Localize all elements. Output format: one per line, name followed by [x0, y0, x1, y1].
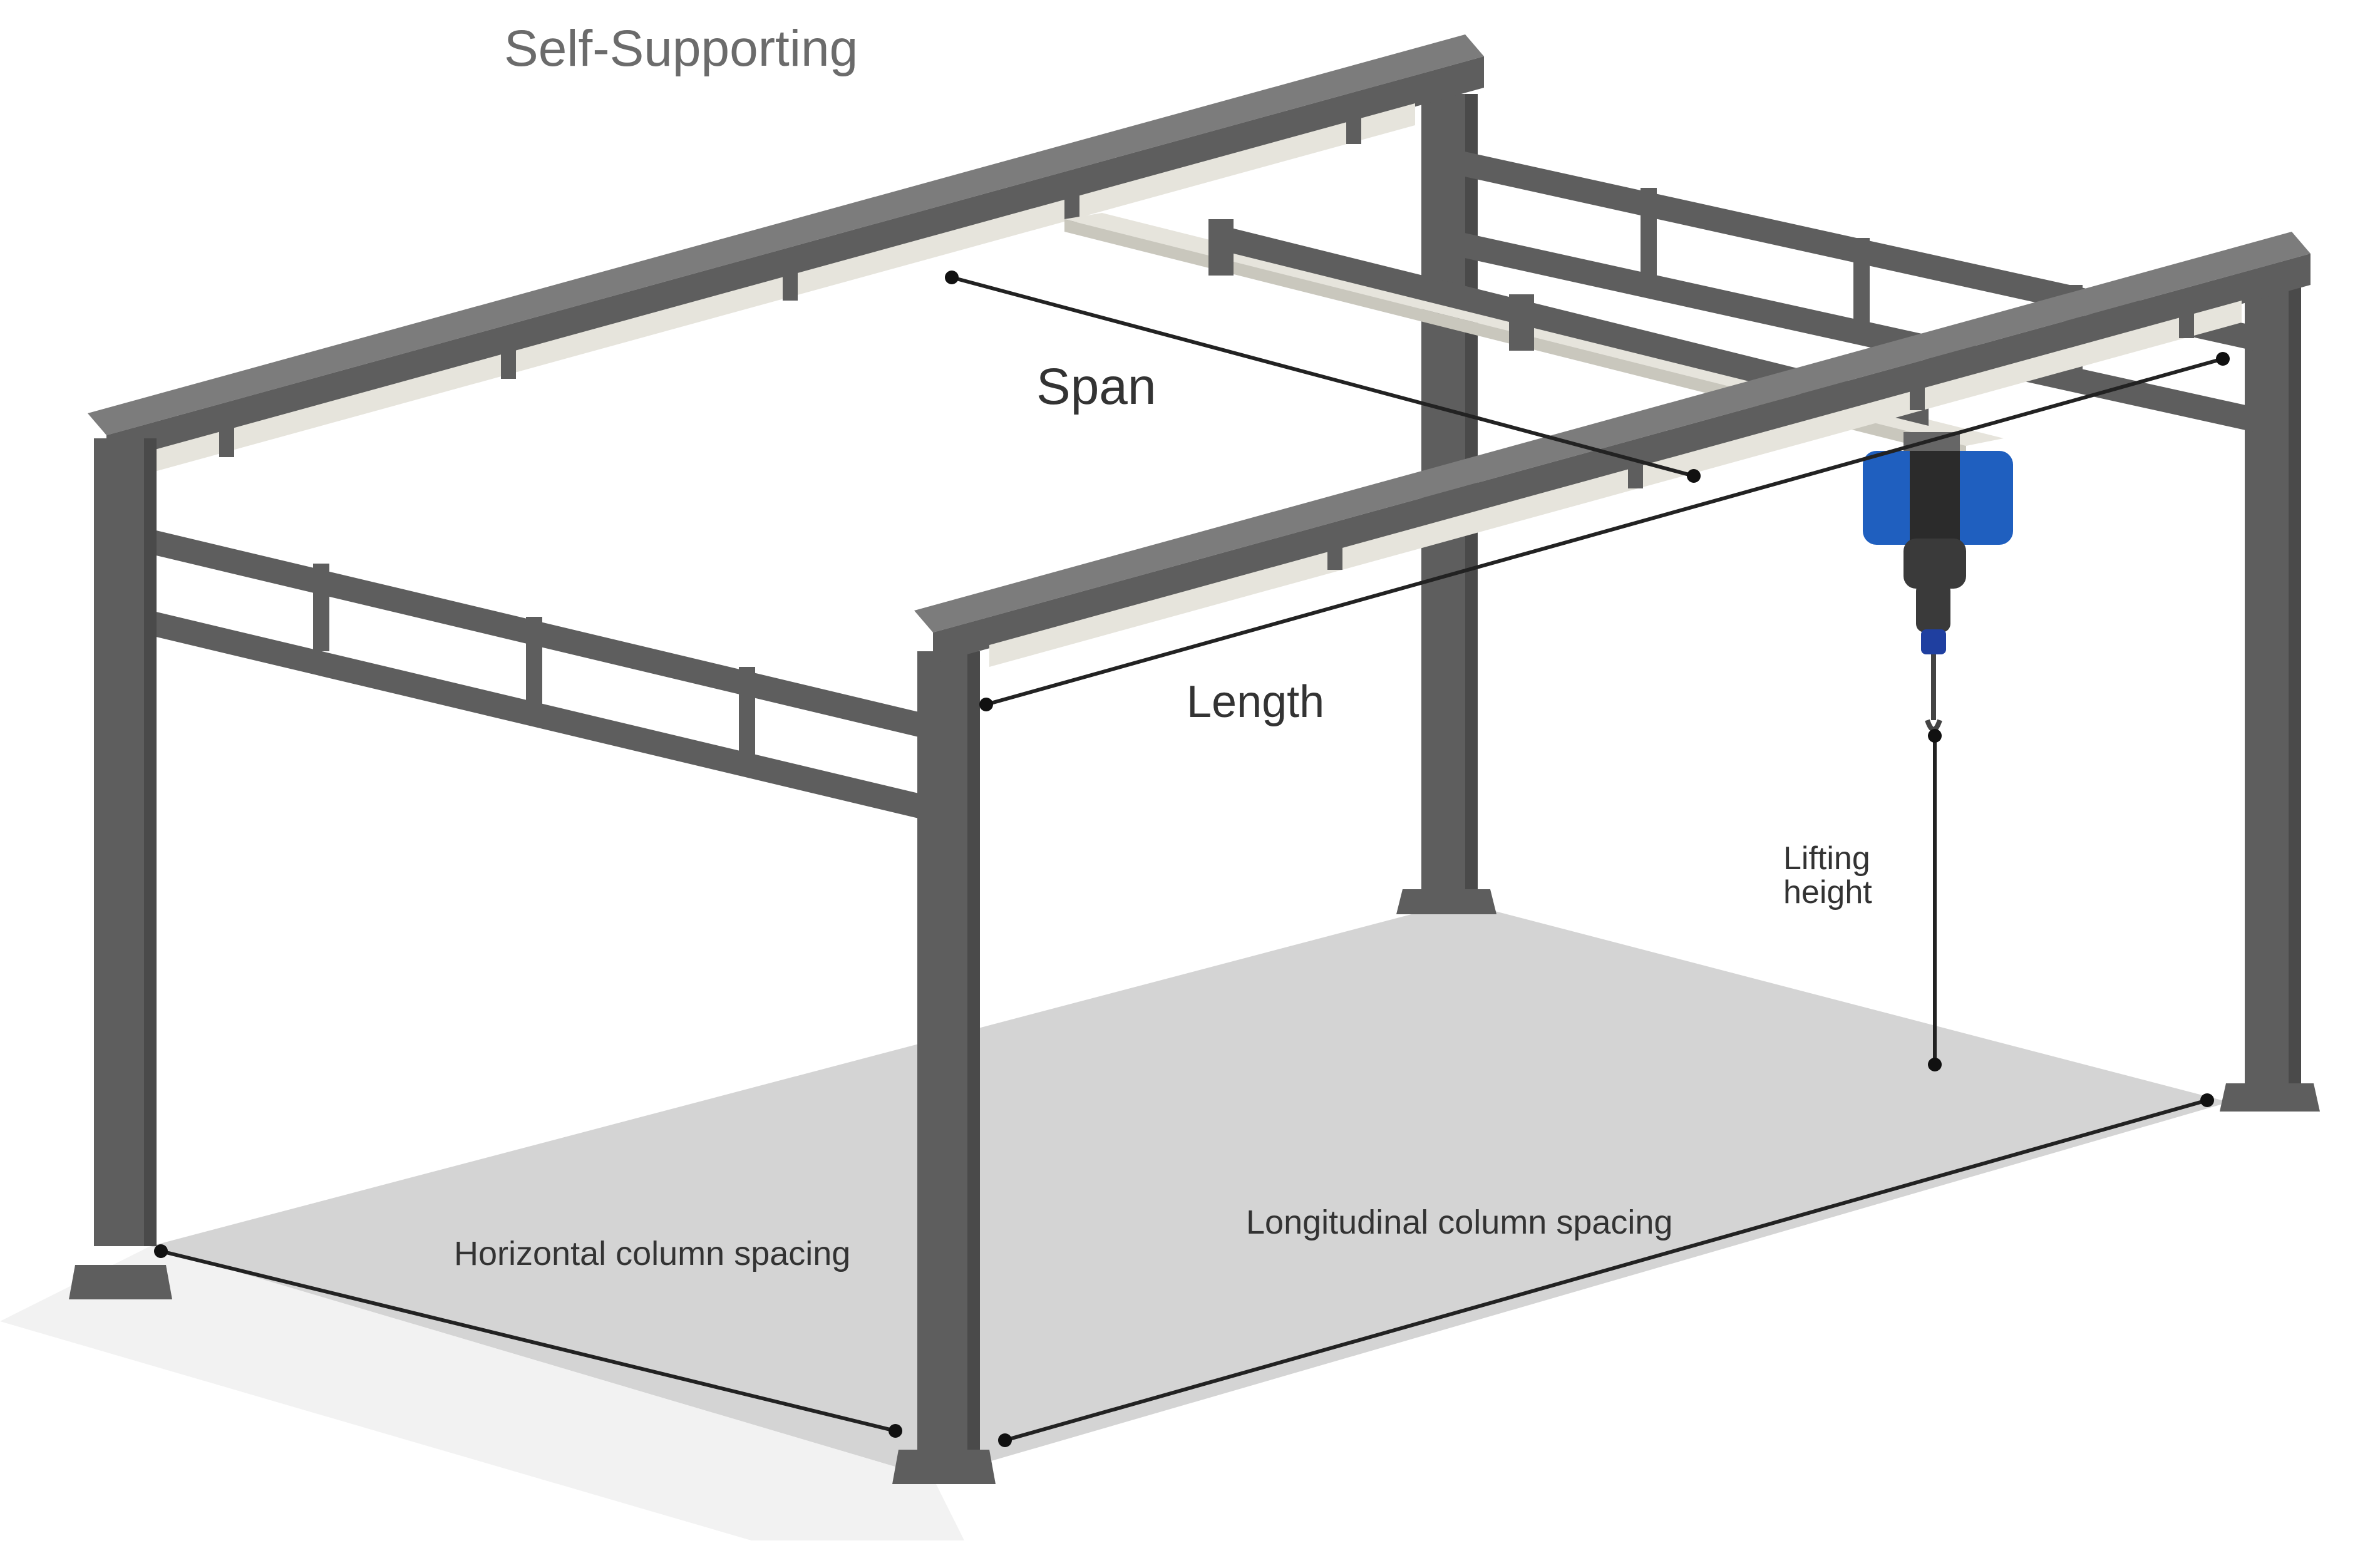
column-front-left [69, 438, 172, 1299]
lifting-height-label-line1: Lifting [1783, 840, 1870, 877]
diagram-title: Self-Supporting [504, 20, 858, 77]
runway-beam-right [914, 232, 2310, 667]
column-back-right [2220, 276, 2320, 1112]
horizontal-spacing-label: Horizontal column spacing [454, 1235, 850, 1272]
chain-hoist-icon [1863, 432, 2013, 732]
column-front-right [892, 651, 996, 1484]
length-dimension [979, 352, 2230, 711]
horizontal-spacing-dimension [154, 1244, 902, 1438]
longitudinal-spacing-dimension [998, 1093, 2214, 1447]
front-frame-beam [138, 526, 927, 820]
length-label: Length [1187, 677, 1324, 727]
span-label: Span [1036, 358, 1157, 415]
lifting-height-dimension [1928, 729, 1942, 1071]
floor-area [150, 902, 2229, 1478]
longitudinal-spacing-label: Longitudinal column spacing [1246, 1204, 1672, 1241]
lifting-height-label-line2: height [1783, 874, 1872, 911]
floor-shadow [0, 1246, 964, 1540]
span-dimension [945, 271, 1701, 483]
runway-beam-left [88, 34, 1484, 473]
